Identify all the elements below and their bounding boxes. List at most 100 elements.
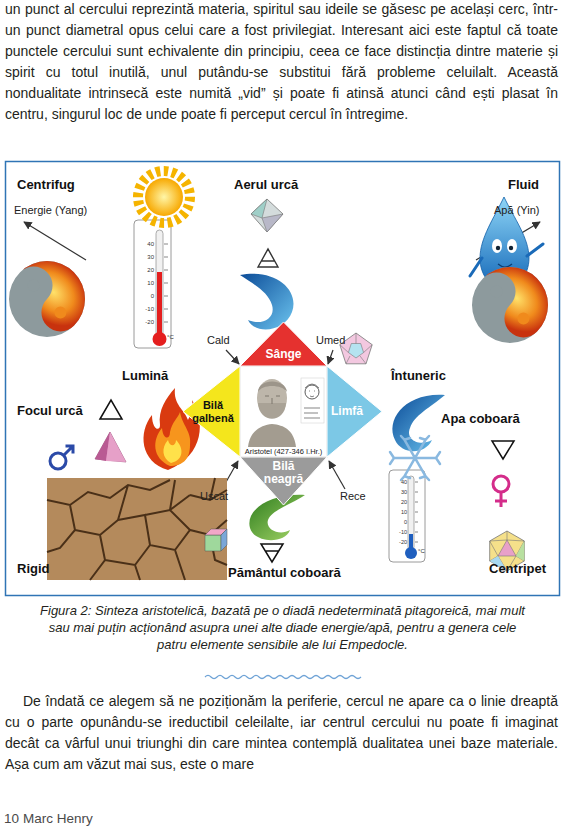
tetrahedron	[95, 432, 126, 462]
thermometer-tube	[408, 476, 414, 550]
sketch-portrait	[301, 378, 324, 423]
figure-caption: Figura 2: Sinteza aristotelică, bazată p…	[37, 602, 528, 653]
earth-symbol	[261, 544, 283, 562]
quality-label: Rece	[340, 490, 366, 503]
figure-frame	[6, 162, 560, 596]
sun-rays	[138, 171, 190, 223]
running-author: Marc Henry	[23, 811, 93, 827]
thermometer-mercury	[157, 272, 162, 336]
body-paragraph: De îndată ce alegem să ne poziționăm la …	[5, 691, 558, 775]
thermometer-scale: 30	[390, 489, 407, 495]
bust-features	[265, 396, 280, 404]
thermometer-scale: 20	[390, 499, 407, 505]
bust-shoulders	[248, 424, 296, 447]
quality-arrow	[226, 350, 239, 364]
thermometer-scale: 0	[135, 293, 154, 300]
thermometer-scale: 40	[135, 241, 154, 248]
element-label: Lumină	[122, 369, 168, 384]
fire-symbol	[100, 400, 122, 419]
flame	[144, 388, 200, 470]
octahedron-face	[262, 214, 283, 232]
air-symbol	[258, 249, 278, 267]
quality-label: Umed	[316, 334, 345, 347]
thermometer-unit: °C	[418, 548, 425, 555]
element-label: Focul urcă	[17, 404, 83, 419]
thermometer-scale: 30	[135, 254, 154, 261]
principle-label: Apă (Yin)	[494, 204, 539, 217]
thermometer-bulb	[405, 547, 417, 559]
cube	[205, 535, 221, 551]
yang-arrow	[24, 222, 86, 260]
yin-yang-dot	[52, 304, 69, 321]
fire-half	[7, 245, 101, 339]
corner-label: Centripet	[489, 562, 546, 577]
snowflake	[390, 436, 440, 480]
flame	[163, 440, 181, 463]
icosahedron-face	[516, 541, 524, 561]
thermometer-scale: 10	[135, 280, 154, 287]
drop-mouth	[498, 264, 512, 267]
drop-pupil	[509, 246, 513, 250]
thermometer-scale: 0	[390, 519, 407, 525]
triangle-fill	[240, 457, 327, 505]
body-paragraph: un punct al cercului reprezintă materia,…	[5, 0, 558, 125]
drop-eye	[507, 239, 517, 253]
drop-eye	[492, 239, 502, 253]
cube-face	[221, 529, 227, 551]
humor-name: Sânge	[265, 348, 301, 361]
fire-half	[470, 251, 564, 345]
element-label: Aerul urcă	[234, 178, 298, 193]
triangle-fill	[183, 366, 240, 457]
thermometer-ticks	[415, 482, 418, 542]
thermometer-ticks	[164, 244, 168, 322]
humor-name: Bilă galbenă	[188, 399, 238, 423]
thermometer-scale: 40	[390, 479, 407, 485]
quality-label: Uscat	[200, 490, 228, 503]
element-label: Întuneric	[391, 369, 446, 384]
yin-yang-dot	[488, 283, 505, 300]
corner-label: Fluid	[508, 178, 539, 193]
element-label: Pământul coboară	[228, 566, 341, 581]
male-symbol	[64, 446, 73, 455]
humor-triangle: Bilă neagră	[240, 457, 327, 505]
dodecahedron-face	[348, 344, 363, 359]
octahedron-face	[251, 199, 267, 218]
triangle-fill	[327, 366, 382, 457]
portrait-caption: Aristotel (427-346 î.Hr.)	[245, 448, 323, 456]
air-swirl	[240, 274, 293, 330]
thermometer-scale: -10	[135, 306, 154, 313]
yin-yang-dot	[25, 277, 42, 294]
tetrahedron-face	[106, 432, 126, 462]
thermometer-tube	[156, 230, 163, 336]
drop-pupil	[496, 246, 500, 250]
water-wave	[392, 395, 445, 451]
humor-triangle: Bilă galbenă	[183, 366, 240, 457]
quality-arrow	[329, 461, 345, 489]
corner-label: Rigid	[17, 562, 50, 577]
bust-beard	[258, 403, 286, 419]
triangle-fill	[240, 322, 327, 366]
yin-yang-right	[456, 251, 563, 358]
earth-swirl	[249, 495, 305, 540]
sketch-lines	[304, 384, 320, 418]
stone-half	[456, 251, 563, 358]
sun-disc	[145, 178, 183, 216]
octahedron	[251, 199, 283, 232]
humor-triangle: Sânge	[240, 322, 327, 366]
flame	[155, 412, 190, 466]
thermometer-scale: -10	[390, 529, 407, 535]
humor-name: Bilă neagră	[259, 460, 309, 486]
thermometer-body	[134, 220, 171, 348]
female-symbol	[493, 476, 509, 492]
stone-half	[0, 245, 101, 352]
bust-hair	[258, 382, 287, 393]
humor-name: Limfă	[331, 405, 363, 418]
page-number: 10	[4, 811, 19, 827]
thermometer-unit: °C	[167, 334, 174, 341]
element-label: Apa coboară	[441, 412, 520, 427]
ornament-wave	[205, 676, 361, 679]
thermometer-body	[389, 470, 425, 562]
portrait-box: Aristotel (427-346 î.Hr.)	[240, 366, 327, 457]
